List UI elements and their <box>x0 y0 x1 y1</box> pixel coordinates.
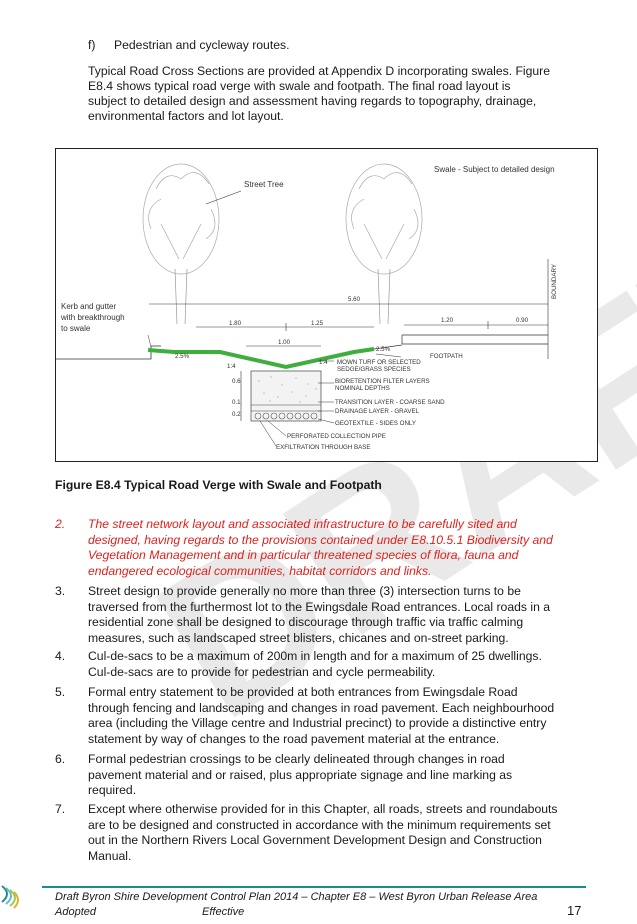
bioretention-line-1: BIORETENTION FILTER LAYERS <box>335 378 430 385</box>
tree-right-icon <box>345 163 423 325</box>
list-line: statement by way of changes to the road … <box>88 731 500 746</box>
mown-turf-line-2: SEDGE/GRASS SPECIES <box>337 366 411 373</box>
list-line: residential zone shall be designed to di… <box>88 615 524 629</box>
dim-a: 1.80 <box>229 320 242 327</box>
street-tree-label: Street Tree <box>244 180 284 189</box>
dim-swale: 1.00 <box>278 339 291 346</box>
list-line: The street network layout and associated… <box>88 517 517 531</box>
item-f-label: f) <box>88 38 96 52</box>
mown-turf-line-1: MOWN TURF OR SELECTED <box>337 359 421 366</box>
footer-rule <box>42 886 586 888</box>
road-verge-figure: Swale - Subject to detailed design Stree… <box>55 148 598 462</box>
footpath-label: FOOTPATH <box>430 353 463 360</box>
depth-1: 0.6 <box>232 378 241 385</box>
list-line: required. <box>88 783 137 797</box>
list-line: Manual. <box>88 848 132 863</box>
list-line: are to be designed and constructed in ac… <box>88 817 551 832</box>
list-line: Cul-de-sacs to be a maximum of 200m in l… <box>88 649 542 663</box>
perforated-label: PERFORATED COLLECTION PIPE <box>287 433 386 440</box>
ratio-right: 1:4 <box>319 359 328 366</box>
list-line: through fencing and landscaping and chan… <box>88 700 555 715</box>
list-line: Street design to provide generally no mo… <box>88 584 521 598</box>
list-line: Formal pedestrian crossings to be clearl… <box>88 752 505 766</box>
list-line: Vegetation Management and in particular … <box>88 548 519 562</box>
list-number: 4. <box>55 649 66 663</box>
tree-left-icon <box>142 163 220 325</box>
intro-paragraph-line-2: E8.4 shows typical road verge with swale… <box>88 79 511 93</box>
list-number: 3. <box>55 584 66 598</box>
list-line: out in the Northern Rivers Local Governm… <box>88 833 542 847</box>
swale-note: Swale - Subject to detailed design <box>434 165 555 174</box>
intro-paragraph-line-4: environmental factors and lot layout. <box>88 109 284 123</box>
page-number: 17 <box>567 903 582 918</box>
footer-title: Draft Byron Shire Development Control Pl… <box>55 891 538 903</box>
cross-section-drawing <box>56 163 549 447</box>
list-line: endangered ecological communities, habit… <box>88 563 432 578</box>
geotextile-label: GEOTEXTILE - SIDES ONLY <box>335 420 417 427</box>
list-line: traversed from the furthermost lot to th… <box>88 599 551 614</box>
slope-left: 2.5% <box>175 353 190 360</box>
list-number: 2. <box>55 517 66 531</box>
list-line: area (including the Village centre and I… <box>88 716 547 730</box>
boundary-label: BOUNDARY <box>551 264 558 299</box>
figure-caption: Figure E8.4 Typical Road Verge with Swal… <box>55 478 382 492</box>
dim-d: 0.90 <box>516 317 529 324</box>
slope-right: 2.5% <box>376 346 391 353</box>
exfiltration-label: EXFILTRATION THROUGH BASE <box>276 444 371 451</box>
bioretention-line-2: NOMINAL DEPTHS <box>335 385 390 392</box>
kerb-label-line-1: Kerb and gutter <box>61 302 117 311</box>
list-number: 7. <box>55 802 66 816</box>
intro-paragraph-line-3: subject to detailed design and assessmen… <box>88 94 537 108</box>
kerb-label-line-3: to swale <box>61 324 91 333</box>
list-number: 5. <box>55 685 66 699</box>
dim-b: 1.25 <box>311 320 324 327</box>
list-number: 6. <box>55 752 66 766</box>
transition-label: TRANSITION LAYER - COARSE SAND <box>335 399 445 406</box>
list-line: Except where otherwise provided for in t… <box>88 802 558 816</box>
kerb-label-line-2: with breakthrough <box>61 313 125 322</box>
depth-3: 0.2 <box>232 411 241 418</box>
depth-2: 0.1 <box>232 399 241 406</box>
list-line: Formal entry statement to be provided at… <box>88 685 518 699</box>
dim-c: 1.20 <box>441 317 454 324</box>
drainage-label: DRAINAGE LAYER - GRAVEL <box>335 408 420 415</box>
footer-status-adopted: Adopted <box>55 906 96 918</box>
list-line: designed, having regards to the provisio… <box>88 532 553 547</box>
ratio-left: 1:4 <box>227 363 236 370</box>
dim-total: 5.60 <box>348 296 361 303</box>
council-logo-icon <box>1 885 19 909</box>
list-line: measures, such as landscaped street blis… <box>88 630 509 645</box>
list-line: Cul-de-sacs are to provide for pedestria… <box>88 664 436 679</box>
list-line: pavement material and or raised, plus ap… <box>88 767 513 782</box>
intro-paragraph-line-1: Typical Road Cross Sections are provided… <box>88 64 551 78</box>
item-f-text: Pedestrian and cycleway routes. <box>114 38 290 52</box>
footer-status-effective: Effective <box>202 906 245 918</box>
